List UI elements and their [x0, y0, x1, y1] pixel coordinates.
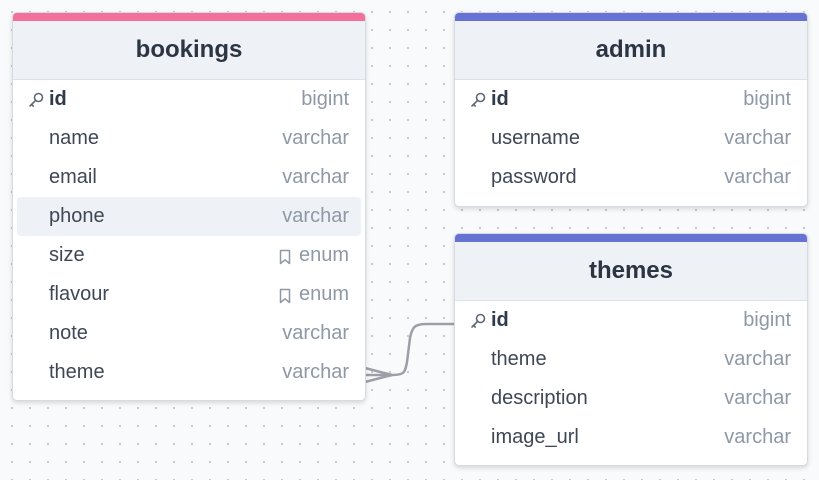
field-name: size [49, 244, 85, 266]
field-type: varchar [282, 322, 349, 345]
table-header[interactable]: bookings [13, 21, 365, 80]
field-name: id [49, 88, 67, 110]
field-type-label: varchar [724, 127, 791, 149]
field-type: enum [278, 283, 349, 306]
field-type: varchar [282, 166, 349, 189]
field-type-label: varchar [724, 348, 791, 370]
table-accent-bar [13, 13, 365, 21]
field-row-image-url[interactable]: image_url varchar [459, 418, 803, 457]
bookmark-icon [278, 248, 292, 264]
field-type: varchar [724, 127, 791, 150]
field-type-label: varchar [282, 127, 349, 149]
field-type-label: enum [298, 244, 349, 266]
table-header[interactable]: themes [455, 242, 807, 301]
field-type: bigint [301, 88, 349, 111]
field-type: varchar [282, 205, 349, 228]
field-row-theme[interactable]: theme varchar [459, 340, 803, 379]
field-name: email [49, 166, 97, 188]
relationship-line [363, 322, 456, 377]
crows-foot-marker [363, 366, 394, 384]
field-type-label: bigint [743, 88, 791, 110]
field-type: varchar [724, 387, 791, 410]
field-row-theme[interactable]: theme varchar [17, 353, 361, 392]
field-row-description[interactable]: description varchar [459, 379, 803, 418]
field-row-phone[interactable]: phone varchar [17, 197, 361, 236]
field-name: id [491, 88, 509, 110]
field-type-label: varchar [282, 361, 349, 383]
field-name: id [491, 309, 509, 331]
field-name: phone [49, 205, 105, 227]
table-admin[interactable]: admin id bigint username varchar password var… [454, 12, 808, 207]
field-name: name [49, 127, 100, 149]
field-type: varchar [282, 127, 349, 150]
table-themes[interactable]: themes id bigint theme varchar description va… [454, 233, 808, 466]
field-row-name[interactable]: name varchar [17, 119, 361, 158]
field-row-note[interactable]: note varchar [17, 314, 361, 353]
field-row-username[interactable]: username varchar [459, 119, 803, 158]
field-name: flavour [49, 283, 110, 305]
field-name: note [49, 322, 88, 344]
field-type: varchar [724, 166, 791, 189]
field-type-label: varchar [724, 166, 791, 188]
key-icon [469, 312, 487, 330]
bookmark-icon [278, 287, 292, 303]
relationship-bookings-theme-to-themes-id[interactable] [363, 322, 456, 384]
field-type: varchar [724, 348, 791, 371]
field-type-label: varchar [282, 322, 349, 344]
key-icon [469, 91, 487, 109]
field-row-id[interactable]: id bigint [459, 301, 803, 340]
field-type-label: varchar [724, 426, 791, 448]
table-bookings[interactable]: bookings id bigint name varchar email varchar… [12, 12, 366, 401]
table-header[interactable]: admin [455, 21, 807, 80]
field-name: username [491, 127, 580, 149]
field-type-label: varchar [282, 166, 349, 188]
field-type: varchar [724, 426, 791, 449]
field-list: id bigint name varchar email varchar phone varc… [13, 80, 365, 392]
field-row-flavour[interactable]: flavour enum [17, 275, 361, 314]
field-type-label: varchar [724, 387, 791, 409]
field-row-id[interactable]: id bigint [17, 80, 361, 119]
field-type-label: bigint [301, 88, 349, 110]
field-name: description [491, 387, 588, 409]
table-accent-bar [455, 234, 807, 242]
field-row-id[interactable]: id bigint [459, 80, 803, 119]
field-type-label: bigint [743, 309, 791, 331]
field-name: theme [49, 361, 105, 383]
field-type: bigint [743, 88, 791, 111]
field-type-label: varchar [282, 205, 349, 227]
field-type-label: enum [298, 283, 349, 305]
field-name: password [491, 166, 577, 188]
field-type: enum [278, 244, 349, 267]
field-type: varchar [282, 361, 349, 384]
field-row-password[interactable]: password varchar [459, 158, 803, 197]
key-icon [27, 91, 45, 109]
field-row-email[interactable]: email varchar [17, 158, 361, 197]
field-list: id bigint username varchar password varchar [455, 80, 807, 197]
field-row-size[interactable]: size enum [17, 236, 361, 275]
field-name: theme [491, 348, 547, 370]
field-type: bigint [743, 309, 791, 332]
table-accent-bar [455, 13, 807, 21]
field-name: image_url [491, 426, 579, 448]
